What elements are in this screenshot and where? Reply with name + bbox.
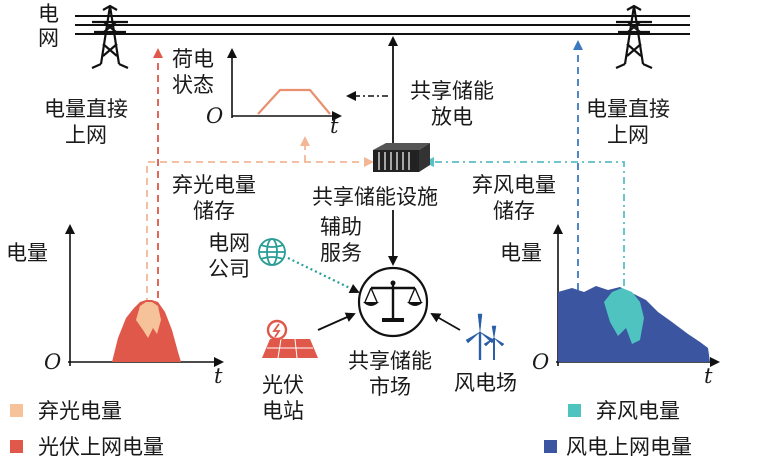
facility-label: 共享储能设施 — [312, 185, 438, 209]
soc-chart — [227, 48, 342, 121]
wind-curtailed-area — [604, 288, 644, 344]
transmission-tower-icon — [615, 4, 653, 70]
market-line: 共享储能 — [348, 349, 432, 373]
legend-swatch-wind-grid — [544, 440, 557, 453]
pv-direct-label: 电量直接 上网 — [44, 96, 128, 148]
ancillary-label: 辅助 服务 — [320, 214, 362, 266]
grid-company-label: 电网 公司 — [208, 230, 250, 282]
pv-chart — [65, 224, 224, 367]
pv-curtailed-area — [136, 302, 161, 338]
grid-company-line: 公司 — [208, 257, 250, 281]
wind-curtailed-store-line: 弃风电量 — [472, 173, 556, 197]
legend-pv-grid: 光伏上网电量 — [38, 435, 164, 459]
pv-chart-origin: O — [44, 350, 62, 374]
grid-power-lines — [75, 15, 690, 35]
discharge-label: 共享储能 放电 — [410, 78, 494, 130]
wind-curtailed-store-line: 储存 — [493, 199, 535, 223]
pv-direct-label-line: 电量直接 — [44, 97, 128, 121]
pv-curtailed-store-label: 弃光电量 储存 — [172, 172, 256, 224]
globe-icon — [258, 238, 286, 266]
solar-panel-icon — [262, 319, 318, 359]
wind-direct-label-line: 上网 — [607, 123, 649, 147]
wind-farm-label: 风电场 — [454, 371, 517, 395]
wind-turbine-icon — [465, 313, 505, 360]
grid-label-char: 网 — [38, 26, 59, 50]
transmission-tower-icon — [91, 4, 129, 70]
soc-t-label: t — [330, 114, 339, 138]
wind-curtailed-store-label: 弃风电量 储存 — [472, 172, 556, 224]
discharge-label-line: 放电 — [431, 105, 473, 129]
market-label: 共享储能 市场 — [348, 348, 432, 400]
pv-curtailed-store-line: 弃光电量 — [172, 173, 256, 197]
soc-origin-label: O — [206, 104, 224, 128]
scales-icon — [357, 266, 429, 338]
pv-chart-xlabel: t — [214, 364, 223, 388]
wind-direct-label-line: 电量直接 — [586, 97, 670, 121]
ancillary-line: 服务 — [320, 241, 362, 265]
energy-storage-icon — [373, 143, 430, 172]
soc-title: 荷电 状态 — [172, 46, 214, 98]
grid-company-line: 电网 — [208, 231, 250, 255]
grid-label: 电 网 — [38, 2, 59, 50]
pv-station-line: 电站 — [262, 399, 304, 423]
market-line: 市场 — [369, 375, 411, 399]
legend-swatch-pv-grid — [10, 440, 23, 453]
wind-chart-origin: O — [532, 350, 550, 374]
discharge-label-line: 共享储能 — [410, 79, 494, 103]
pv-station-label: 光伏 电站 — [262, 372, 304, 424]
legend-swatch-wind-curtailed — [568, 404, 581, 417]
wind-chart-xlabel: t — [704, 364, 713, 388]
ancillary-line: 辅助 — [320, 215, 362, 239]
soc-title-line: 荷电 — [172, 47, 214, 71]
wind-chart-ylabel: 电量 — [500, 241, 542, 265]
pv-curtailed-store-line: 储存 — [193, 199, 235, 223]
wind-direct-label: 电量直接 上网 — [586, 96, 670, 148]
soc-title-line: 状态 — [172, 73, 214, 97]
legend-wind-grid: 风电上网电量 — [566, 435, 692, 459]
pv-station-line: 光伏 — [262, 373, 304, 397]
legend-pv-curtailed: 弃光电量 — [38, 399, 122, 423]
soc-curve — [257, 88, 331, 115]
wind-chart — [553, 224, 720, 367]
pv-chart-ylabel: 电量 — [6, 241, 48, 265]
grid-label-char: 电 — [38, 2, 59, 26]
wind-farm-arrow — [430, 313, 461, 331]
legend-wind-curtailed: 弃风电量 — [596, 399, 680, 423]
legend-swatch-pv-curtailed — [10, 404, 23, 417]
pv-curtailed-flow — [146, 136, 374, 305]
wind-curtailed-flow — [424, 157, 625, 320]
pv-station-arrow — [317, 312, 356, 331]
pv-direct-label-line: 上网 — [65, 123, 107, 147]
